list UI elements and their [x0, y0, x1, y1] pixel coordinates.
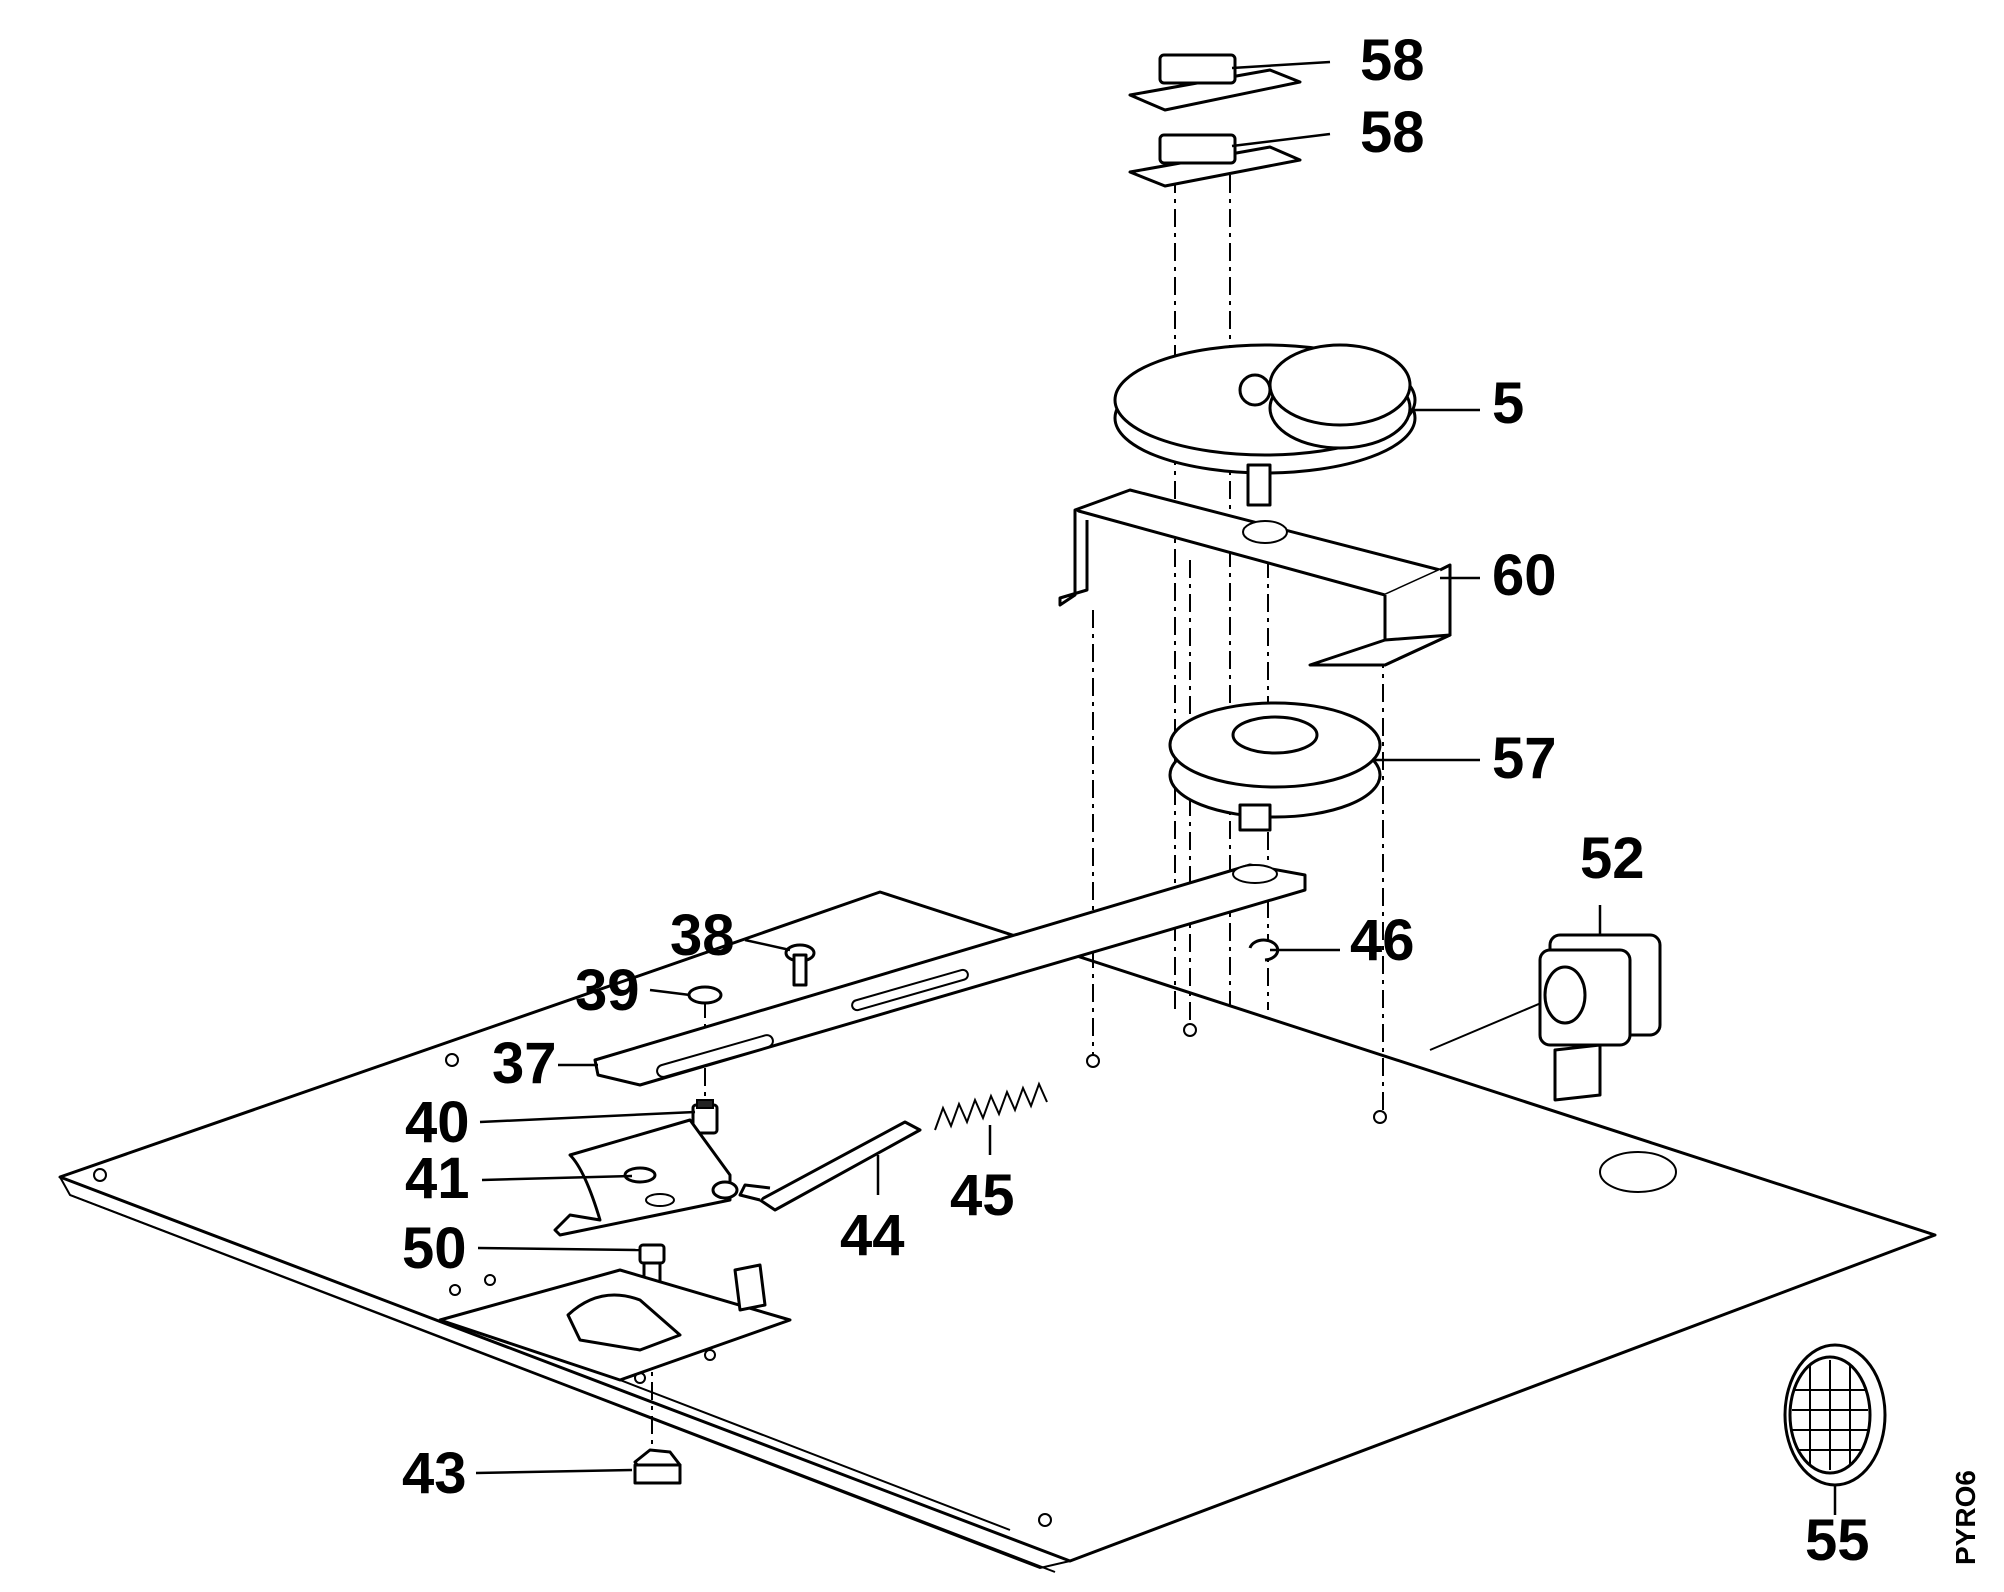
callouts: 58 58 5 60 57 52 46 38 39 37 40 41 45 44…	[402, 28, 1870, 1573]
callout-55: 55	[1805, 1508, 1870, 1573]
front-plate-assembly	[438, 1263, 792, 1382]
callout-40: 40	[405, 1090, 470, 1155]
microswitch-lower	[1128, 133, 1302, 188]
vent-grille	[1783, 1343, 1887, 1487]
lever-arm	[738, 1120, 922, 1212]
timer-motor	[1113, 343, 1417, 507]
callout-52: 52	[1580, 826, 1645, 891]
lever-plate	[553, 1118, 739, 1237]
callout-45: 45	[950, 1163, 1015, 1228]
clip-46	[1248, 938, 1280, 962]
spring	[934, 1081, 1048, 1131]
callout-43: 43	[402, 1441, 467, 1506]
washer-39	[687, 985, 723, 1005]
nut-43	[633, 1448, 682, 1485]
bolt-40	[691, 1099, 719, 1135]
mounting-bracket	[1058, 488, 1452, 667]
slide-bar	[593, 863, 1307, 1087]
callout-41: 41	[405, 1146, 470, 1211]
callout-60: 60	[1492, 543, 1557, 608]
callout-58-upper: 58	[1360, 28, 1425, 93]
screw-38	[784, 943, 816, 987]
drawing-code: PYRO6	[1950, 1470, 1981, 1565]
microswitch-upper	[1128, 53, 1302, 112]
cam-wheel	[1168, 701, 1382, 832]
callout-57: 57	[1492, 726, 1557, 791]
leader-lines	[475, 60, 1837, 1515]
callout-46: 46	[1350, 908, 1415, 973]
callout-5: 5	[1492, 371, 1524, 436]
terminal-socket	[1429, 933, 1662, 1102]
callout-50: 50	[402, 1216, 467, 1281]
callout-37: 37	[492, 1031, 557, 1096]
callout-58-lower: 58	[1360, 100, 1425, 165]
callout-39: 39	[575, 958, 640, 1023]
callout-44: 44	[840, 1203, 905, 1268]
callout-38: 38	[670, 903, 735, 968]
